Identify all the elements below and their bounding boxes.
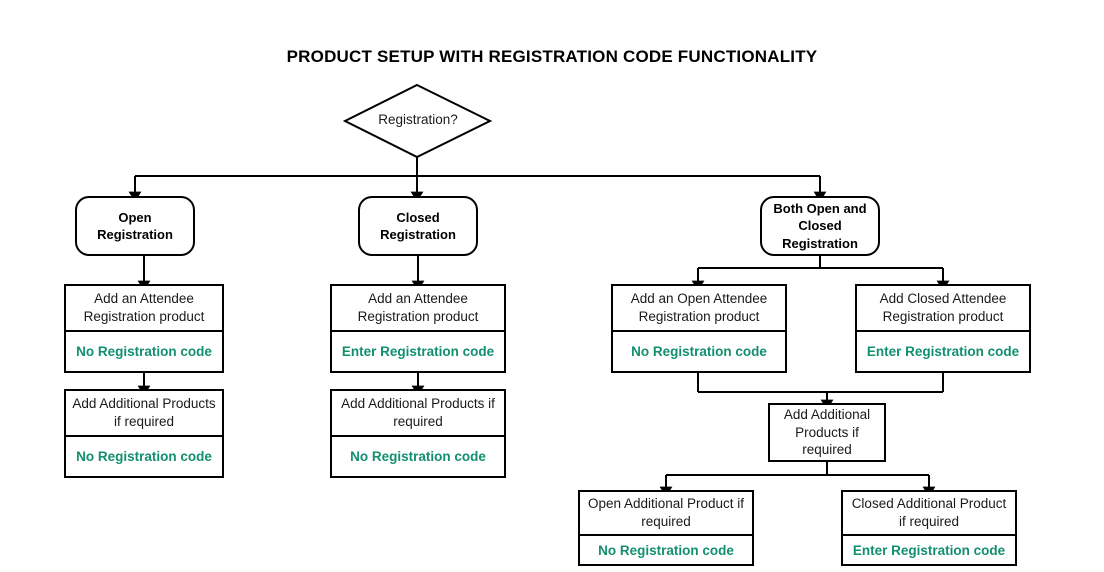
step-box-both-closed-attendee-product[interactable]: Add Closed Attendee Registration product…	[855, 284, 1031, 373]
box-divider	[613, 330, 785, 332]
step-box-closed-attendee-product-code: Enter Registration code	[341, 344, 495, 359]
terminal-both-registration[interactable]: Both Open and Closed Registration	[760, 196, 880, 256]
step-box-both-open-attendee-product-code: No Registration code	[631, 344, 767, 359]
step-box-open-additional-product-final[interactable]: Open Additional Product if required No R…	[578, 490, 754, 566]
step-box-open-attendee-product[interactable]: Add an Attendee Registration product No …	[64, 284, 224, 373]
step-box-both-open-attendee-product-text: Add an Open Attendee Registration produc…	[630, 291, 768, 324]
step-box-closed-attendee-product[interactable]: Add an Attendee Registration product Ent…	[330, 284, 506, 373]
box-divider	[580, 534, 752, 536]
step-box-closed-additional-products-code: No Registration code	[350, 449, 486, 464]
box-divider	[332, 435, 504, 437]
box-divider	[66, 435, 222, 437]
box-divider	[843, 534, 1015, 536]
terminal-both-registration-label: Both Open and Closed Registration	[773, 201, 867, 251]
box-divider	[857, 330, 1029, 332]
step-box-closed-additional-product-final-code: Enter Registration code	[852, 542, 1006, 558]
terminal-open-registration-label: Open Registration	[97, 209, 173, 242]
step-box-open-additional-products-code: No Registration code	[76, 449, 212, 464]
box-divider	[66, 330, 222, 332]
step-box-open-additional-product-final-code: No Registration code	[598, 542, 734, 558]
step-box-closed-additional-product-final[interactable]: Closed Additional Product if required En…	[841, 490, 1017, 566]
terminal-closed-registration-label: Closed Registration	[380, 209, 456, 242]
step-box-closed-additional-products[interactable]: Add Additional Products if required No R…	[330, 389, 506, 478]
step-box-open-additional-products[interactable]: Add Additional Products if required No R…	[64, 389, 224, 478]
page-title: PRODUCT SETUP WITH REGISTRATION CODE FUN…	[286, 47, 818, 66]
step-box-closed-additional-products-text: Add Additional Products if required	[341, 396, 495, 429]
step-box-closed-additional-product-final-text: Closed Additional Product if required	[851, 496, 1007, 529]
step-box-both-open-attendee-product[interactable]: Add an Open Attendee Registration produc…	[611, 284, 787, 373]
step-box-both-closed-attendee-product-code: Enter Registration code	[866, 344, 1020, 359]
step-box-both-additional-products[interactable]: Add Additional Products if required	[768, 403, 886, 462]
box-divider	[332, 330, 504, 332]
step-box-open-additional-products-text: Add Additional Products if required	[72, 396, 216, 429]
step-box-open-attendee-product-text: Add an Attendee Registration product	[83, 291, 205, 324]
terminal-open-registration[interactable]: Open Registration	[75, 196, 195, 256]
step-box-closed-attendee-product-text: Add an Attendee Registration product	[357, 291, 479, 324]
terminal-closed-registration[interactable]: Closed Registration	[358, 196, 478, 256]
step-box-both-closed-attendee-product-text: Add Closed Attendee Registration product	[879, 291, 1007, 324]
decision-label: Registration?	[378, 112, 458, 127]
step-box-both-additional-products-text: Add Additional Products if required	[783, 407, 871, 458]
step-box-open-additional-product-final-text: Open Additional Product if required	[587, 496, 745, 529]
step-box-open-attendee-product-code: No Registration code	[76, 344, 212, 359]
